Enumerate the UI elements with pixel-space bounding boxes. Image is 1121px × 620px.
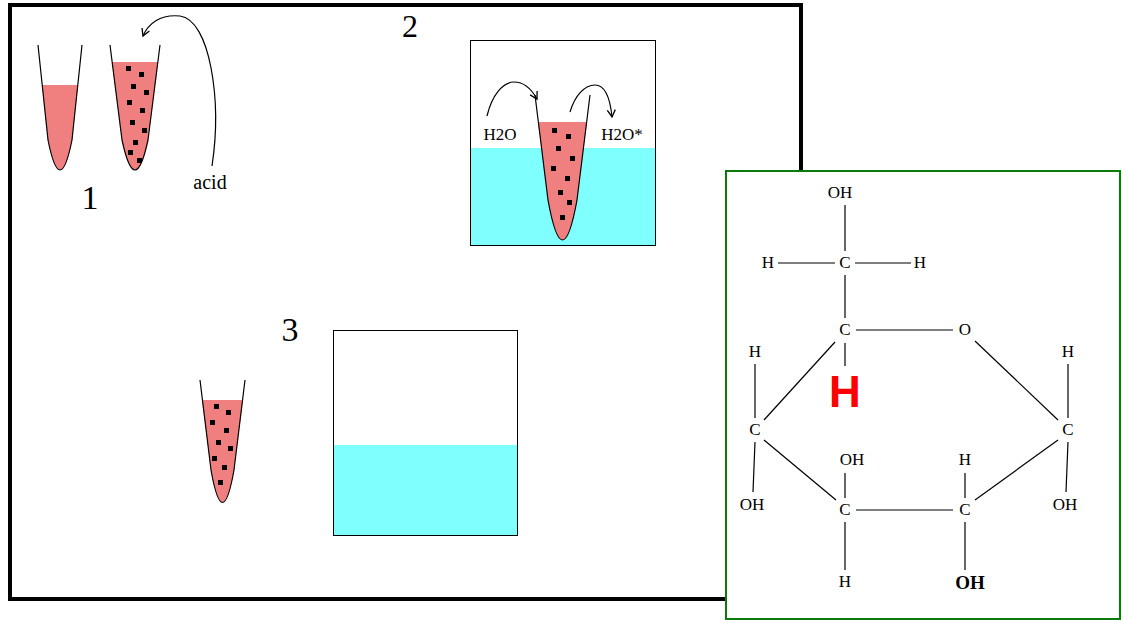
bond-line (964, 522, 965, 570)
bond-line (856, 509, 953, 510)
particle (139, 72, 144, 77)
sample-particles (126, 66, 149, 163)
particle (560, 215, 565, 220)
particle (126, 66, 131, 71)
particle (142, 128, 147, 133)
particle (212, 456, 217, 461)
bond-line (754, 364, 755, 418)
particle (224, 428, 229, 433)
tube-outline (110, 45, 160, 170)
particle (558, 190, 563, 195)
atom-label: OH (954, 573, 986, 594)
particle (140, 108, 145, 113)
particle (552, 128, 557, 133)
step-number: 1 (81, 179, 100, 216)
atom-label: C (748, 421, 761, 440)
sample-particles (551, 128, 575, 220)
particle (570, 156, 575, 161)
particle (567, 200, 572, 205)
particle (222, 465, 227, 470)
bond-line (964, 473, 965, 498)
bond-line (1066, 442, 1068, 492)
sample-particles (210, 404, 233, 485)
particle (128, 150, 133, 155)
bond-line (764, 342, 835, 420)
bond-line (844, 473, 845, 498)
atom-label: H (761, 254, 775, 273)
water-label: H2O* (600, 126, 644, 145)
highlighted-atom: H (828, 372, 862, 412)
bond-line (844, 343, 845, 366)
particle (144, 90, 149, 95)
particle (566, 134, 571, 139)
atom-label: O (958, 321, 972, 340)
bond-line (856, 329, 953, 330)
atom-label: H (748, 343, 762, 362)
bond-line (778, 262, 835, 263)
particle (137, 158, 142, 163)
atom-label: C (1061, 421, 1074, 440)
particle (214, 404, 219, 409)
tube-outline (38, 45, 82, 170)
atom-label: OH (739, 496, 766, 515)
water-label: H2O (482, 126, 517, 145)
particle (130, 120, 135, 125)
particle (210, 420, 215, 425)
structure-panel: OHHCHCOHHHCCOHHOHOHCCHOH (725, 170, 1121, 620)
bond-line (855, 262, 911, 263)
bond-line (844, 205, 845, 251)
step-number: 3 (281, 311, 300, 348)
atom-label: OH (1052, 496, 1079, 515)
atom-label: C (838, 254, 851, 273)
particle (133, 140, 138, 145)
water-out-arrow (570, 85, 612, 117)
atom-label: OH (839, 451, 866, 470)
particle (216, 440, 221, 445)
tube-liquid (42, 85, 78, 170)
reagent-label: acid (192, 171, 227, 193)
particle (556, 146, 561, 151)
bond-line (764, 440, 836, 500)
tube-outline (535, 95, 590, 240)
particle (565, 176, 570, 181)
water-in-arrow (487, 82, 537, 116)
particle (131, 84, 136, 89)
bond-line (975, 440, 1058, 500)
bond-line (844, 522, 845, 570)
step-number: 2 (401, 9, 419, 44)
bond-line (844, 275, 845, 318)
atom-label: OH (827, 184, 854, 203)
atom-label: H (1061, 343, 1075, 362)
bond-line (975, 341, 1058, 420)
atom-label: C (838, 321, 851, 340)
molecule-bonds (725, 170, 1121, 620)
water-bath-box: H2O H2O* (470, 40, 656, 246)
particle (228, 446, 233, 451)
atom-label: C (958, 501, 971, 520)
particle (218, 480, 223, 485)
particle (127, 100, 132, 105)
bond-line (1067, 364, 1068, 418)
tube-outline (200, 380, 245, 503)
particle (226, 410, 231, 415)
atom-label: H (958, 451, 972, 470)
bond-line (753, 442, 755, 492)
water-bath-box (334, 331, 518, 536)
particle (551, 166, 556, 171)
atom-label: H (838, 573, 852, 592)
acid-arrow (143, 16, 215, 166)
atom-label: H (913, 254, 927, 273)
experiment-panel: H2O H2O* 1 acid 2 3 (8, 3, 803, 601)
water (333, 445, 517, 535)
atom-label: C (838, 501, 851, 520)
